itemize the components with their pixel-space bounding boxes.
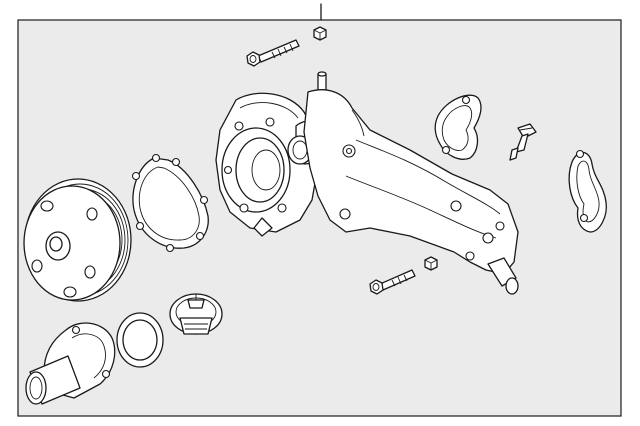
gasket-icon[interactable] xyxy=(434,94,482,160)
nut-icon[interactable] xyxy=(313,26,327,41)
outlet-manifold-icon[interactable] xyxy=(303,71,519,295)
water-pump-icon[interactable] xyxy=(215,92,327,237)
bolt-icon[interactable] xyxy=(246,39,300,67)
sensor-icon[interactable] xyxy=(509,123,537,161)
o-ring-icon[interactable] xyxy=(116,312,164,368)
thermostat-housing-icon[interactable] xyxy=(25,322,116,405)
nut-icon[interactable] xyxy=(424,256,438,271)
pulley-icon[interactable] xyxy=(23,178,132,302)
thermostat-icon[interactable] xyxy=(169,293,223,335)
bolt-icon[interactable] xyxy=(369,269,416,295)
gasket-icon[interactable] xyxy=(131,153,209,253)
gasket-icon[interactable] xyxy=(568,149,607,233)
